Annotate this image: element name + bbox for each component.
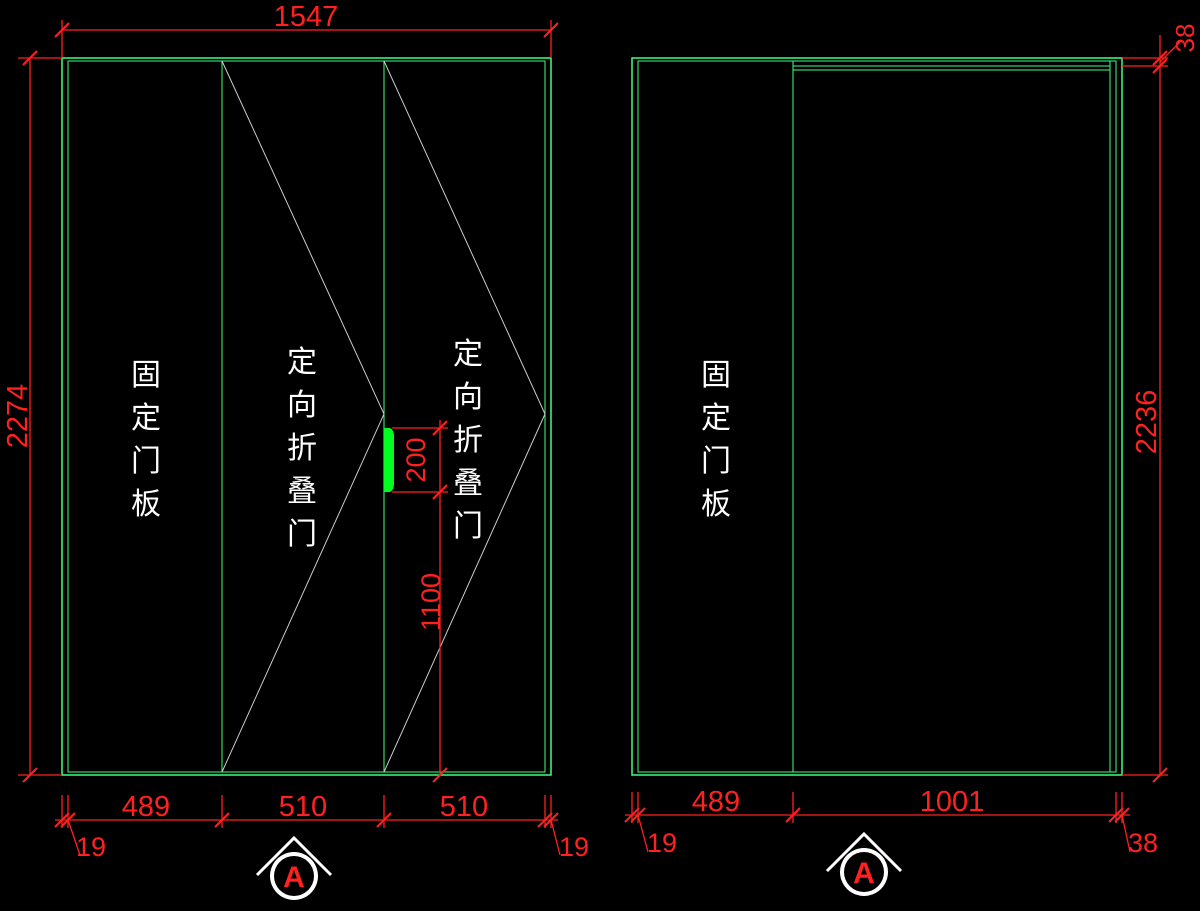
section-mark-label: A xyxy=(283,861,305,894)
section-mark-left: A xyxy=(255,835,333,900)
right-top-offset-dimension xyxy=(1122,35,1181,783)
folding-panel-char: 折 xyxy=(287,431,317,466)
fixed-panel-label-left: 固 定 门 板 xyxy=(131,358,161,522)
fixed-panel-char: 门 xyxy=(131,444,161,479)
left-panel-width-1: 489 xyxy=(122,791,170,823)
fixed-panel-char: 门 xyxy=(701,444,731,479)
right-side-dimension-left: 19 xyxy=(647,828,677,858)
folding-panel-char: 定 xyxy=(287,345,317,380)
door-handle xyxy=(384,428,394,492)
folding-panel-char: 向 xyxy=(287,388,317,423)
folding-panel-char: 向 xyxy=(453,380,483,415)
fixed-panel-char: 固 xyxy=(131,358,161,393)
left-overall-height-label: 2274 xyxy=(2,384,34,449)
left-folding-direction-lines xyxy=(221,60,546,773)
left-side-dimension-left: 19 xyxy=(76,832,106,862)
fixed-panel-char: 定 xyxy=(701,401,731,436)
left-elevation: 1547 2274 489 51 xyxy=(2,1,589,900)
right-height-label: 2236 xyxy=(1131,390,1163,455)
section-mark-label: A xyxy=(853,857,875,890)
left-side-dimension-right: 19 xyxy=(559,832,589,862)
folding-panel-char: 叠 xyxy=(453,466,483,501)
left-panel-width-3: 510 xyxy=(440,791,488,823)
folding-panel-char: 门 xyxy=(453,509,483,544)
right-panel-width-2: 1001 xyxy=(920,786,985,818)
fixed-panel-char: 固 xyxy=(701,358,731,393)
left-panel-width-2: 510 xyxy=(279,791,327,823)
fixed-panel-char: 定 xyxy=(131,401,161,436)
fixed-panel-char: 板 xyxy=(701,487,731,522)
right-panel-width-1: 489 xyxy=(692,786,740,818)
folding-panel-char: 叠 xyxy=(287,474,317,509)
folding-panel-label-2: 定 向 折 叠 门 xyxy=(453,337,483,544)
folding-panel-char: 定 xyxy=(453,337,483,372)
right-door-frame xyxy=(631,57,1123,776)
section-mark-right: A xyxy=(825,831,903,896)
fixed-panel-label-right: 固 定 门 板 xyxy=(701,358,731,522)
right-top-offset-label: 38 xyxy=(1170,24,1200,53)
left-overall-width-dimension xyxy=(54,20,559,58)
fixed-panel-char: 板 xyxy=(131,487,161,522)
right-side-dimension-right: 38 xyxy=(1128,828,1158,858)
left-overall-height-dimension xyxy=(18,50,62,783)
left-overall-width-label: 1547 xyxy=(274,1,339,33)
right-bottom-dimension-line xyxy=(624,792,1131,853)
folding-panel-char: 折 xyxy=(453,423,483,458)
left-door-frame xyxy=(61,57,552,776)
folding-panel-label-1: 定 向 折 叠 门 xyxy=(287,345,317,552)
right-elevation: 38 2236 489 1001 19 38 固 定 门 板 xyxy=(624,24,1200,896)
handle-length-label: 200 xyxy=(401,437,431,482)
left-bottom-dimension-line xyxy=(54,795,561,856)
folding-panel-char: 门 xyxy=(287,517,317,552)
handle-position-dimension xyxy=(392,420,448,783)
handle-height-label: 1100 xyxy=(416,573,446,631)
